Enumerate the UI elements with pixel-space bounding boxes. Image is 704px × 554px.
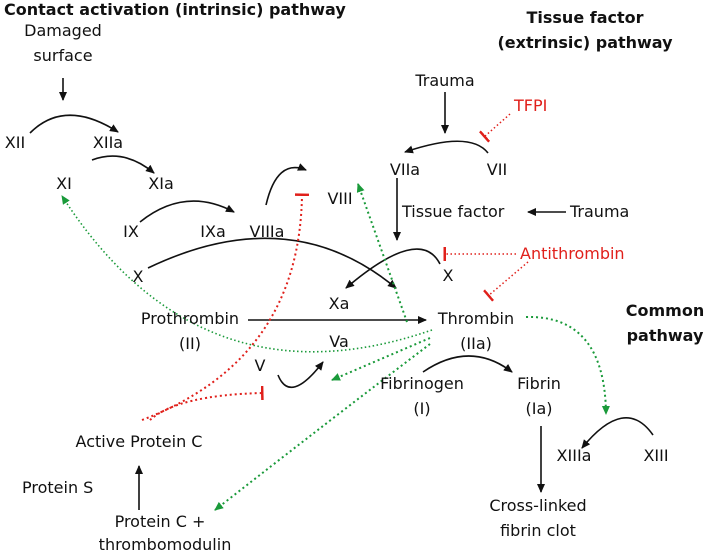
damaged-surface-line2: surface	[33, 46, 93, 65]
thrombin-to-xiii-feedback	[525, 315, 610, 415]
x-to-xa-arrow	[147, 237, 397, 289]
inhibition-lines	[141, 113, 529, 421]
extrinsic-pathway-title-line2: (extrinsic) pathway	[497, 33, 673, 52]
xi-activation-arrow	[91, 155, 155, 174]
extrinsic-pathway-title-line1: Tissue factor	[526, 8, 644, 27]
viii-to-viiia-arrow	[265, 163, 307, 206]
xiii-to-xiiia-arrow	[581, 417, 654, 449]
factor-xia: XIa	[148, 174, 174, 193]
common-arrows	[135, 316, 654, 510]
protein-c-line1: Protein C +	[114, 512, 206, 531]
fibrinogen-to-fibrin-arrow	[422, 355, 513, 373]
tissue-factor-label: Tissue factor	[402, 202, 505, 221]
common-pathway-title-line2: pathway	[626, 326, 704, 345]
factor-viii: VIII	[327, 189, 353, 208]
intrinsic-arrows	[29, 78, 397, 289]
vii-to-viia-arrow	[404, 140, 489, 154]
factor-xiii: XIII	[643, 446, 669, 465]
xii-activation-arrow	[29, 114, 119, 134]
factor-xiiia: XIIIa	[556, 446, 592, 465]
trauma-top: Trauma	[415, 71, 475, 90]
damaged-surface-line1: Damaged	[24, 21, 102, 40]
factor-viia: VIIa	[389, 160, 421, 179]
factor-ix: IX	[123, 222, 139, 241]
antithrombin-thrombin-inhibition	[483, 261, 529, 302]
fibrinogen-line2: (I)	[413, 399, 431, 418]
factor-x-extrinsic: X	[442, 266, 454, 285]
factor-ixa: IXa	[200, 222, 226, 241]
factor-viiia: VIIIa	[249, 222, 285, 241]
extrinsic-arrows	[345, 92, 566, 289]
factor-xi: XI	[56, 174, 72, 193]
thrombin-line2: (IIa)	[460, 334, 492, 353]
thrombin-to-xi-feedback	[61, 195, 433, 353]
factor-xii: XII	[4, 133, 26, 152]
prothrombin-line2: (II)	[179, 334, 201, 353]
thrombin-line1: Thrombin	[437, 309, 515, 328]
protein-c-v-inhibition	[149, 385, 264, 421]
protein-c-viii-inhibition	[141, 193, 310, 421]
thrombin-to-protein-c-feedback	[214, 343, 431, 511]
factor-xa: Xa	[328, 294, 350, 313]
fibrinogen-line1: Fibrinogen	[380, 374, 464, 393]
fibrin-line1: Fibrin	[517, 374, 561, 393]
prothrombin-line1: Prothrombin	[140, 309, 240, 328]
protein-s: Protein S	[22, 478, 94, 497]
factor-x-intrinsic: X	[132, 267, 144, 286]
antithrombin-label: Antithrombin	[520, 244, 625, 263]
factor-v: V	[254, 356, 266, 375]
factor-vii: VII	[486, 160, 508, 179]
ix-activation-arrow	[139, 200, 235, 223]
intrinsic-pathway-title: Contact activation (intrinsic) pathway	[4, 0, 346, 19]
x-to-xa-extrinsic-arrow	[345, 248, 441, 289]
trauma-right: Trauma	[570, 202, 630, 221]
factor-xiia: XIIa	[92, 133, 124, 152]
feedback-lines	[61, 183, 610, 511]
common-pathway-title-line1: Common	[625, 301, 704, 320]
tfpi-inhibition	[478, 113, 511, 143]
v-to-va-arrow	[277, 361, 324, 389]
fibrin-line2: (Ia)	[525, 399, 553, 418]
active-protein-c: Active Protein C	[75, 432, 203, 451]
factor-va: Va	[329, 332, 349, 351]
fibrin-clot-line1: Cross-linked	[489, 496, 587, 515]
tfpi-label: TFPI	[514, 96, 548, 115]
fibrin-clot-line2: fibrin clot	[500, 521, 576, 540]
protein-c-line2: thrombomodulin	[98, 535, 232, 554]
